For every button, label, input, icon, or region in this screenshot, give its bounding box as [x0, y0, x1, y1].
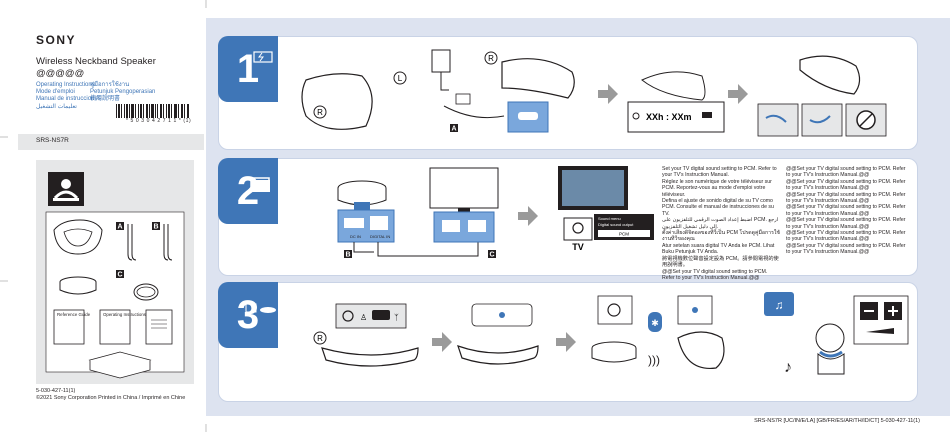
barcode-number: * 5 0 3 0 4 2 7 1 1 * (1)	[126, 118, 192, 124]
arrow-icon	[518, 206, 538, 226]
step-2-instruction: @@Set your TV digital sound setting to P…	[662, 268, 768, 281]
package-contents-box: A B C Reference Guide Operating Instruct…	[36, 160, 194, 384]
ac-adapter-icon	[431, 49, 451, 73]
manual-item: Manual de instrucciones	[36, 96, 101, 103]
kit-label-c: C	[117, 272, 122, 279]
charge-time-display: XXh : XXm	[646, 112, 692, 122]
digital-in-label: DIGITAL IN	[370, 234, 390, 239]
step-2-instruction: @@Set your TV digital sound setting to P…	[786, 230, 906, 243]
footer: 5-030-427-11(1) ©2021 Sony Corporation P…	[36, 388, 185, 402]
pcm-option: PCM	[619, 232, 629, 237]
product-subtitle: @@@@@	[36, 68, 85, 79]
svg-text:♫: ♫	[298, 299, 304, 308]
dc-in-label: DC IN	[350, 234, 361, 239]
svg-text:♪: ♪	[784, 359, 792, 376]
manual-item: Mode d'emploi	[36, 89, 75, 96]
brand-logo: SONY	[36, 33, 77, 47]
model-bar	[18, 134, 204, 150]
music-volume-icon	[764, 292, 794, 316]
tv-label: TV	[572, 242, 584, 252]
digital-output-label: Digital sound output	[598, 222, 634, 227]
arrow-icon	[556, 332, 576, 352]
step-2-instruction: Set your TV digital sound setting to PCM…	[662, 166, 777, 179]
step-2-instruction: اضبط إعداد الصوت الرقمي للتلفزيون على PC…	[662, 217, 779, 230]
manual-item: คู่มือการใช้งาน	[90, 82, 130, 88]
left-marker: L	[398, 74, 403, 83]
step-1-illustration: R L A R XXh : XXm	[253, 49, 887, 137]
battery-level-icon	[702, 112, 712, 118]
step-2-instruction: @@Set your TV digital sound setting to P…	[786, 204, 906, 217]
arrow-icon	[728, 84, 748, 104]
bluetooth-icon: ✱	[280, 288, 288, 298]
power-icon	[342, 310, 354, 322]
charge-icon	[455, 93, 471, 105]
sound-menu-label: Sound menu	[598, 216, 621, 221]
kit-label-a: A	[117, 224, 122, 231]
arrow-icon	[432, 332, 452, 352]
right-marker: R	[317, 334, 323, 343]
kit-label-b: B	[153, 224, 158, 231]
hold-2s-icon	[372, 310, 390, 320]
copyright: ©2021 Sony Corporation Printed in China …	[36, 395, 186, 401]
tv-icon	[250, 177, 270, 191]
wave-icon: ᛉ	[394, 313, 399, 322]
right-marker: R	[488, 54, 494, 63]
product-title: Wireless Neckband Speaker	[36, 56, 156, 67]
svg-text:♫: ♫	[775, 298, 784, 312]
step-2-instruction: Réglez le son numérique de votre télévis…	[662, 178, 772, 198]
package-contents-illustration: A B C Reference Guide Operating Instruct…	[45, 172, 185, 379]
manual-item: Operating Instructions	[36, 82, 95, 88]
step-3-illustration: ✱ ♫ ♙ ᛉ R ✱ ))) ♫ ♪	[245, 288, 909, 376]
reference-guide-label: Reference Guide	[57, 312, 91, 317]
step-2-instruction: @@Set your TV digital sound setting to P…	[786, 166, 906, 179]
manual-item: تعليمات التشغيل	[36, 103, 77, 110]
cable-a-label: A	[451, 126, 456, 133]
transmitter-button-icon	[607, 303, 621, 317]
product-title-block: Wireless Neckband Speaker @@@@@	[36, 56, 156, 80]
arrow-icon	[598, 84, 618, 104]
right-marker: R	[317, 108, 323, 117]
model-number: SRS-NS7R	[36, 137, 69, 144]
step-2-instruction: @@Set your TV digital sound setting to P…	[786, 242, 906, 256]
step-2-instruction: @@Set your TV digital sound setting to P…	[786, 217, 906, 230]
power-icon	[572, 222, 584, 234]
step-2-instruction: 將電視機數位聲音設定設為 PCM。請參閱電視的使用說明書。	[662, 255, 779, 269]
step-2-instruction: ตั้งค่าเสียงดิจิตอลของทีวีเป็น PCM โปรดด…	[662, 230, 780, 243]
step-2-instruction: @@Set your TV digital sound setting to P…	[786, 191, 906, 205]
cable-b-label: B	[345, 252, 350, 259]
battery-icon	[253, 51, 273, 63]
neck-icon: ♙	[360, 313, 367, 322]
manual-item: 使用說明書	[90, 96, 121, 103]
barcode	[116, 104, 189, 118]
manual-list-left: Operating Instructions Mode d'emploi Man…	[36, 82, 101, 111]
step-2-text-right: @@Set your TV digital sound setting to P…	[786, 166, 906, 256]
step-2-illustration: DC IN DIGITAL IN B C TV Sound menu Digit…	[250, 166, 654, 259]
svg-text:✱: ✱	[651, 318, 659, 328]
cable-c-label: C	[489, 252, 494, 259]
svg-text:Reference Guide: Reference Guide	[57, 312, 91, 317]
signal-icon: )))	[648, 353, 660, 367]
step-2-text-left: Set your TV digital sound setting to PCM…	[662, 166, 780, 281]
svg-text:Operating Instructions: Operating Instructions	[103, 312, 147, 317]
step-1-number: 1	[218, 36, 278, 102]
person-icon	[815, 323, 845, 353]
manual-list-right: คู่มือการใช้งาน Petunjuk Pengoperasian 使…	[90, 82, 155, 104]
manual-item: Petunjuk Pengoperasian	[90, 89, 156, 96]
bottom-document-code: SRS-NS7R [UC/IN/E/LA] [GB/FR/ES/AR/TH/ID…	[754, 418, 920, 424]
operating-instructions-label: Operating Instructions	[103, 312, 147, 317]
bluetooth-icon	[648, 312, 662, 332]
step-2-instruction: Defina el ajuste de sonido digital de su…	[662, 198, 774, 217]
step-2-instruction: Atur setelan suara digital TV Anda ke PC…	[662, 242, 775, 256]
document-code: 5-030-427-11(1)	[36, 388, 76, 394]
step-2-instruction: @@Set your TV digital sound setting to P…	[786, 178, 906, 192]
